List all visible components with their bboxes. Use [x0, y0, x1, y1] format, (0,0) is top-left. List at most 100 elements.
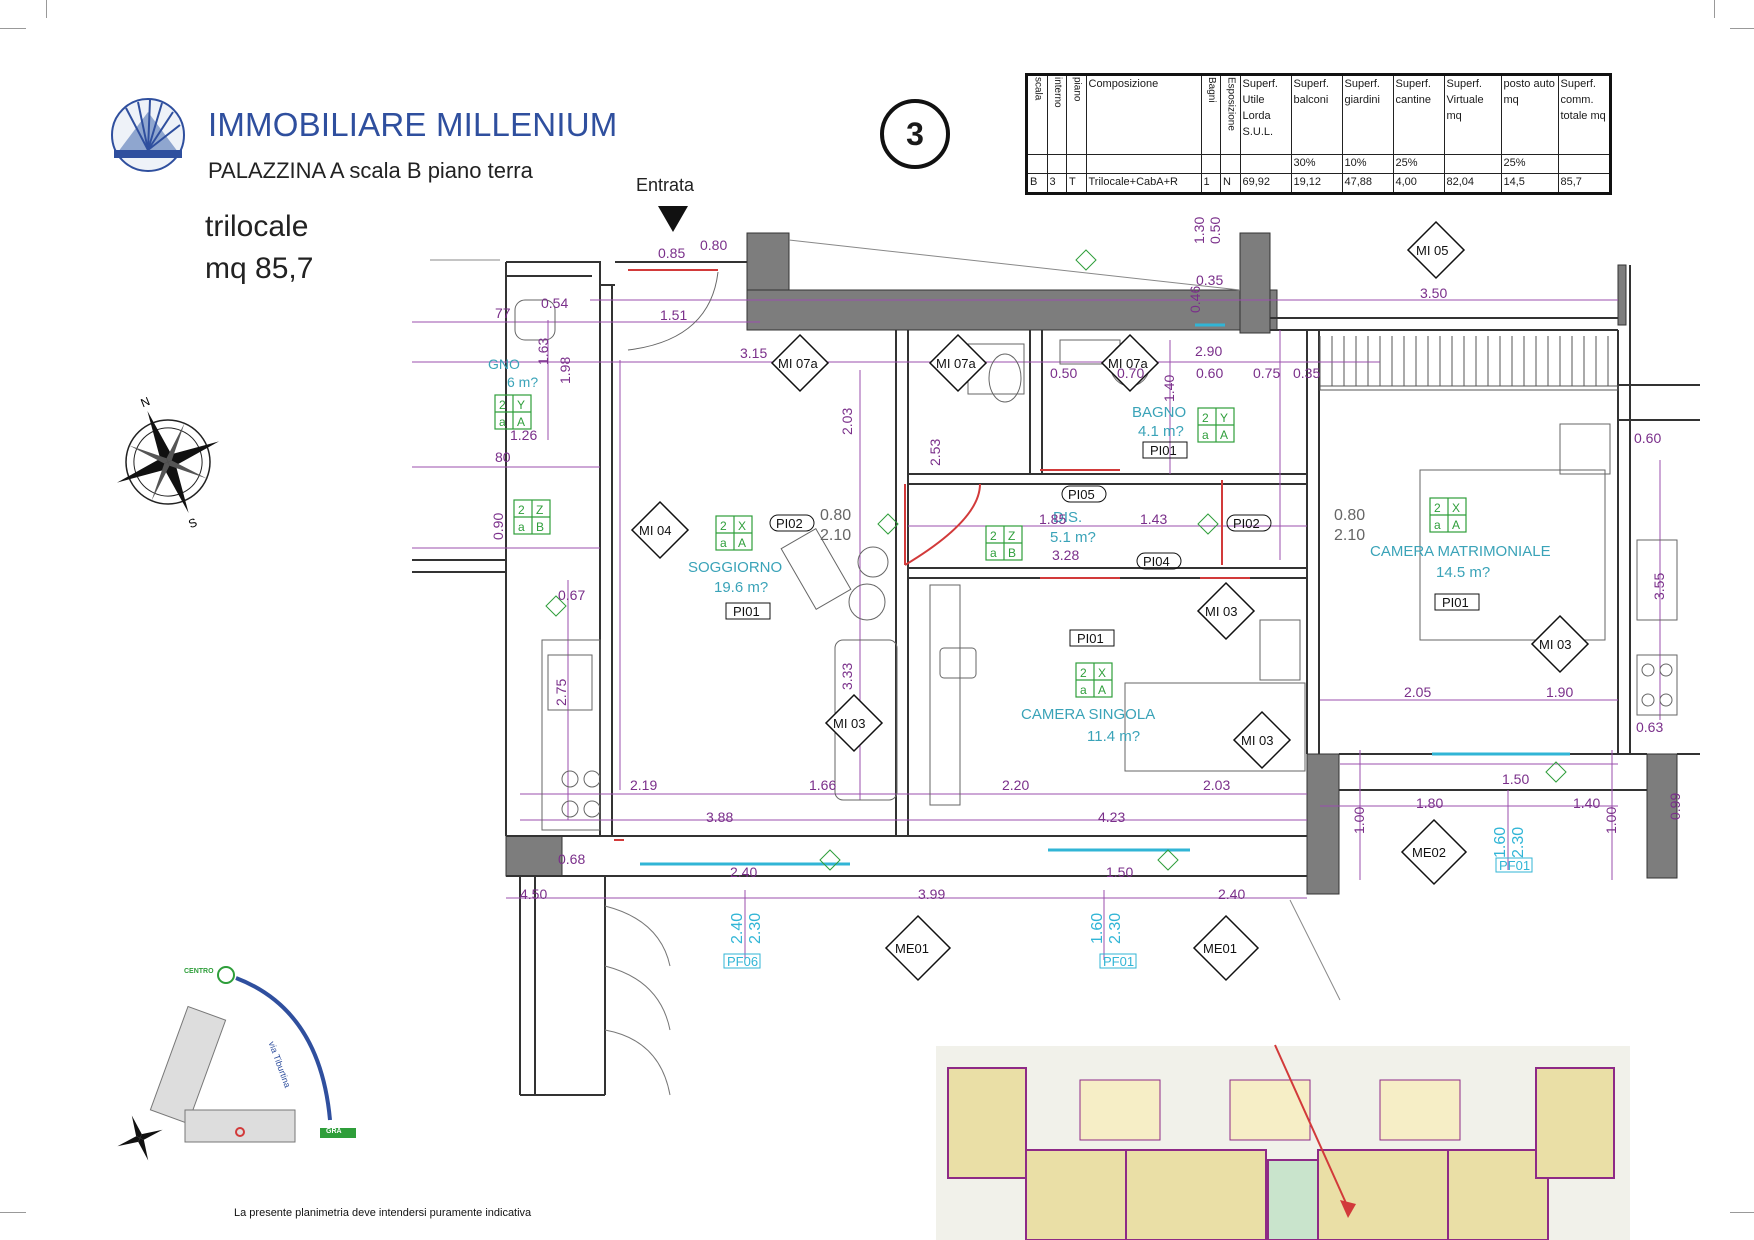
diamond-label: ME01 [895, 941, 929, 956]
crop-mark [1730, 28, 1754, 29]
dimension-label: 1.85 [1039, 511, 1066, 527]
dimension-label: 2.03 [1203, 777, 1230, 793]
code-label: PI01 [1077, 631, 1104, 646]
wall-outlines [412, 261, 1700, 1096]
table-row: B 3 T Trilocale+CabA+R 1 N 69,92 19,12 4… [1026, 172, 1611, 194]
dimension-label: 0.35 [1196, 272, 1223, 288]
table-header-cell: piano [1066, 74, 1087, 155]
table-cell: 82,04 [1443, 172, 1502, 194]
entry-door-swing [627, 271, 719, 351]
dimension-label: 1.43 [1140, 511, 1167, 527]
dimension-label: 2.05 [1404, 684, 1431, 700]
legend-cell: Z [1008, 529, 1015, 543]
table-cell [1046, 154, 1067, 174]
table-cell: T [1066, 172, 1087, 194]
area-table: scala interno piano Composizione Bagni E… [1025, 73, 1612, 195]
unit-type: trilocale [205, 210, 309, 243]
diamond-label: MI 07a [1108, 356, 1149, 371]
diamond-label: ME01 [1203, 941, 1237, 956]
dimension-label: 1.63 [535, 338, 551, 365]
table-cell: 85,7 [1557, 172, 1611, 194]
code-tags [725, 441, 1480, 647]
building-line: PALAZZINA A scala B piano terra [208, 158, 533, 183]
dimension-label: 3.88 [706, 809, 733, 825]
table-header-cell: Esposizione [1220, 74, 1241, 155]
crop-mark [1730, 1212, 1754, 1213]
code-label: PI01 [1150, 443, 1177, 458]
door-size: 2.10 [1334, 527, 1365, 544]
code-label: PI01 [733, 604, 760, 619]
dimension-label: 2.53 [927, 439, 943, 466]
crop-mark [46, 0, 47, 18]
crop-mark [1714, 0, 1715, 18]
legend-cell: Z [536, 503, 543, 517]
table-cell: 25% [1392, 154, 1445, 174]
dimension-label: 0.35 [1293, 365, 1320, 381]
table-cell: 3 [1046, 172, 1067, 194]
table-cell: N [1220, 172, 1241, 194]
dimension-label: 1.50 [1106, 864, 1133, 880]
room-name: BAGNO [1132, 404, 1186, 421]
svg-text:N: N [139, 394, 152, 410]
dimension-label: 2.30 [1510, 827, 1527, 858]
dimension-label: 0.68 [558, 851, 585, 867]
table-header-cell: Superf. balconi [1290, 74, 1343, 155]
doors [614, 269, 1250, 841]
table-header-cell: posto auto mq [1500, 74, 1559, 155]
diamond-label: MI 05 [1416, 243, 1449, 258]
dimension-label: 0.80 [700, 237, 727, 253]
window-tags: PF06 PF01 PF01 [723, 857, 1533, 969]
dimension-label: 77 [495, 305, 511, 321]
table-percent-row: 30% 10% 25% 25% [1026, 154, 1611, 174]
diamond-label: MI 07a [778, 356, 819, 371]
dimension-label: 3.99 [918, 886, 945, 902]
dimension-label: 1.60 [1089, 913, 1106, 944]
disclaimer-note: La presente planimetria deve intendersi … [234, 1207, 532, 1219]
vertical-dimensions: 2.03 2.53 3.33 2.75 1.40 0.90 1.63 1.98 … [490, 217, 1683, 834]
table-cell: B [1026, 172, 1048, 194]
table-cell [1200, 154, 1221, 174]
dimension-label: 3.15 [740, 345, 767, 361]
company-name: IMMOBILIARE MILLENIUM [208, 106, 618, 143]
code-label: PI05 [1068, 487, 1095, 502]
table-cell [1026, 154, 1048, 174]
table-cell: 30% [1290, 154, 1343, 174]
dimension-label: 0.46 [1187, 286, 1203, 313]
crop-mark [0, 28, 26, 29]
dimension-label: 3.55 [1651, 573, 1667, 600]
room-name: CAMERA MATRIMONIALE [1370, 543, 1551, 560]
dimension-label: 2.90 [1195, 343, 1222, 359]
legend-cell: 2 [518, 503, 525, 517]
dimension-label: 2.03 [839, 408, 855, 435]
dimension-label: 1.66 [809, 777, 836, 793]
table-header-cell: Composizione [1085, 74, 1202, 155]
dimension-label: 4.23 [1098, 809, 1125, 825]
table-cell: 4,00 [1392, 172, 1445, 194]
room-name: DIS. [1053, 509, 1082, 526]
legend-boxes [494, 394, 1467, 698]
dimension-label: 3.50 [1420, 285, 1447, 301]
legend-cell: 2 [499, 398, 506, 412]
legend-cell: a [720, 536, 727, 550]
dimension-label: 1.98 [557, 357, 573, 384]
table-cell: 47,88 [1341, 172, 1394, 194]
table-cell [1557, 154, 1611, 174]
legend-cell: a [1434, 518, 1441, 532]
table-cell: 10% [1341, 154, 1394, 174]
legend-cell: Y [517, 398, 525, 412]
dimension-label: 1.51 [660, 307, 687, 323]
room-area: 19.6 m? [714, 579, 768, 596]
room-area: 5.1 m? [1050, 529, 1096, 546]
table-cell: 1 [1200, 172, 1221, 194]
balcony-railing [1319, 336, 1619, 391]
table-header-cell: Superf. comm. totale mq [1557, 74, 1611, 155]
keyplan-gra-label: GRA [326, 1128, 342, 1135]
legend-cell: 2 [1434, 501, 1441, 515]
window-dimensions: 2.40 2.30 1.60 2.30 1.60 2.30 [729, 827, 1527, 944]
dimension-label: 2.40 [730, 864, 757, 880]
dimension-lines [412, 299, 1661, 960]
legend-cell: Y [1220, 411, 1228, 425]
door-symbols [545, 249, 1567, 871]
diamond-label: MI 03 [1241, 733, 1274, 748]
legend-cell: A [1452, 518, 1460, 532]
